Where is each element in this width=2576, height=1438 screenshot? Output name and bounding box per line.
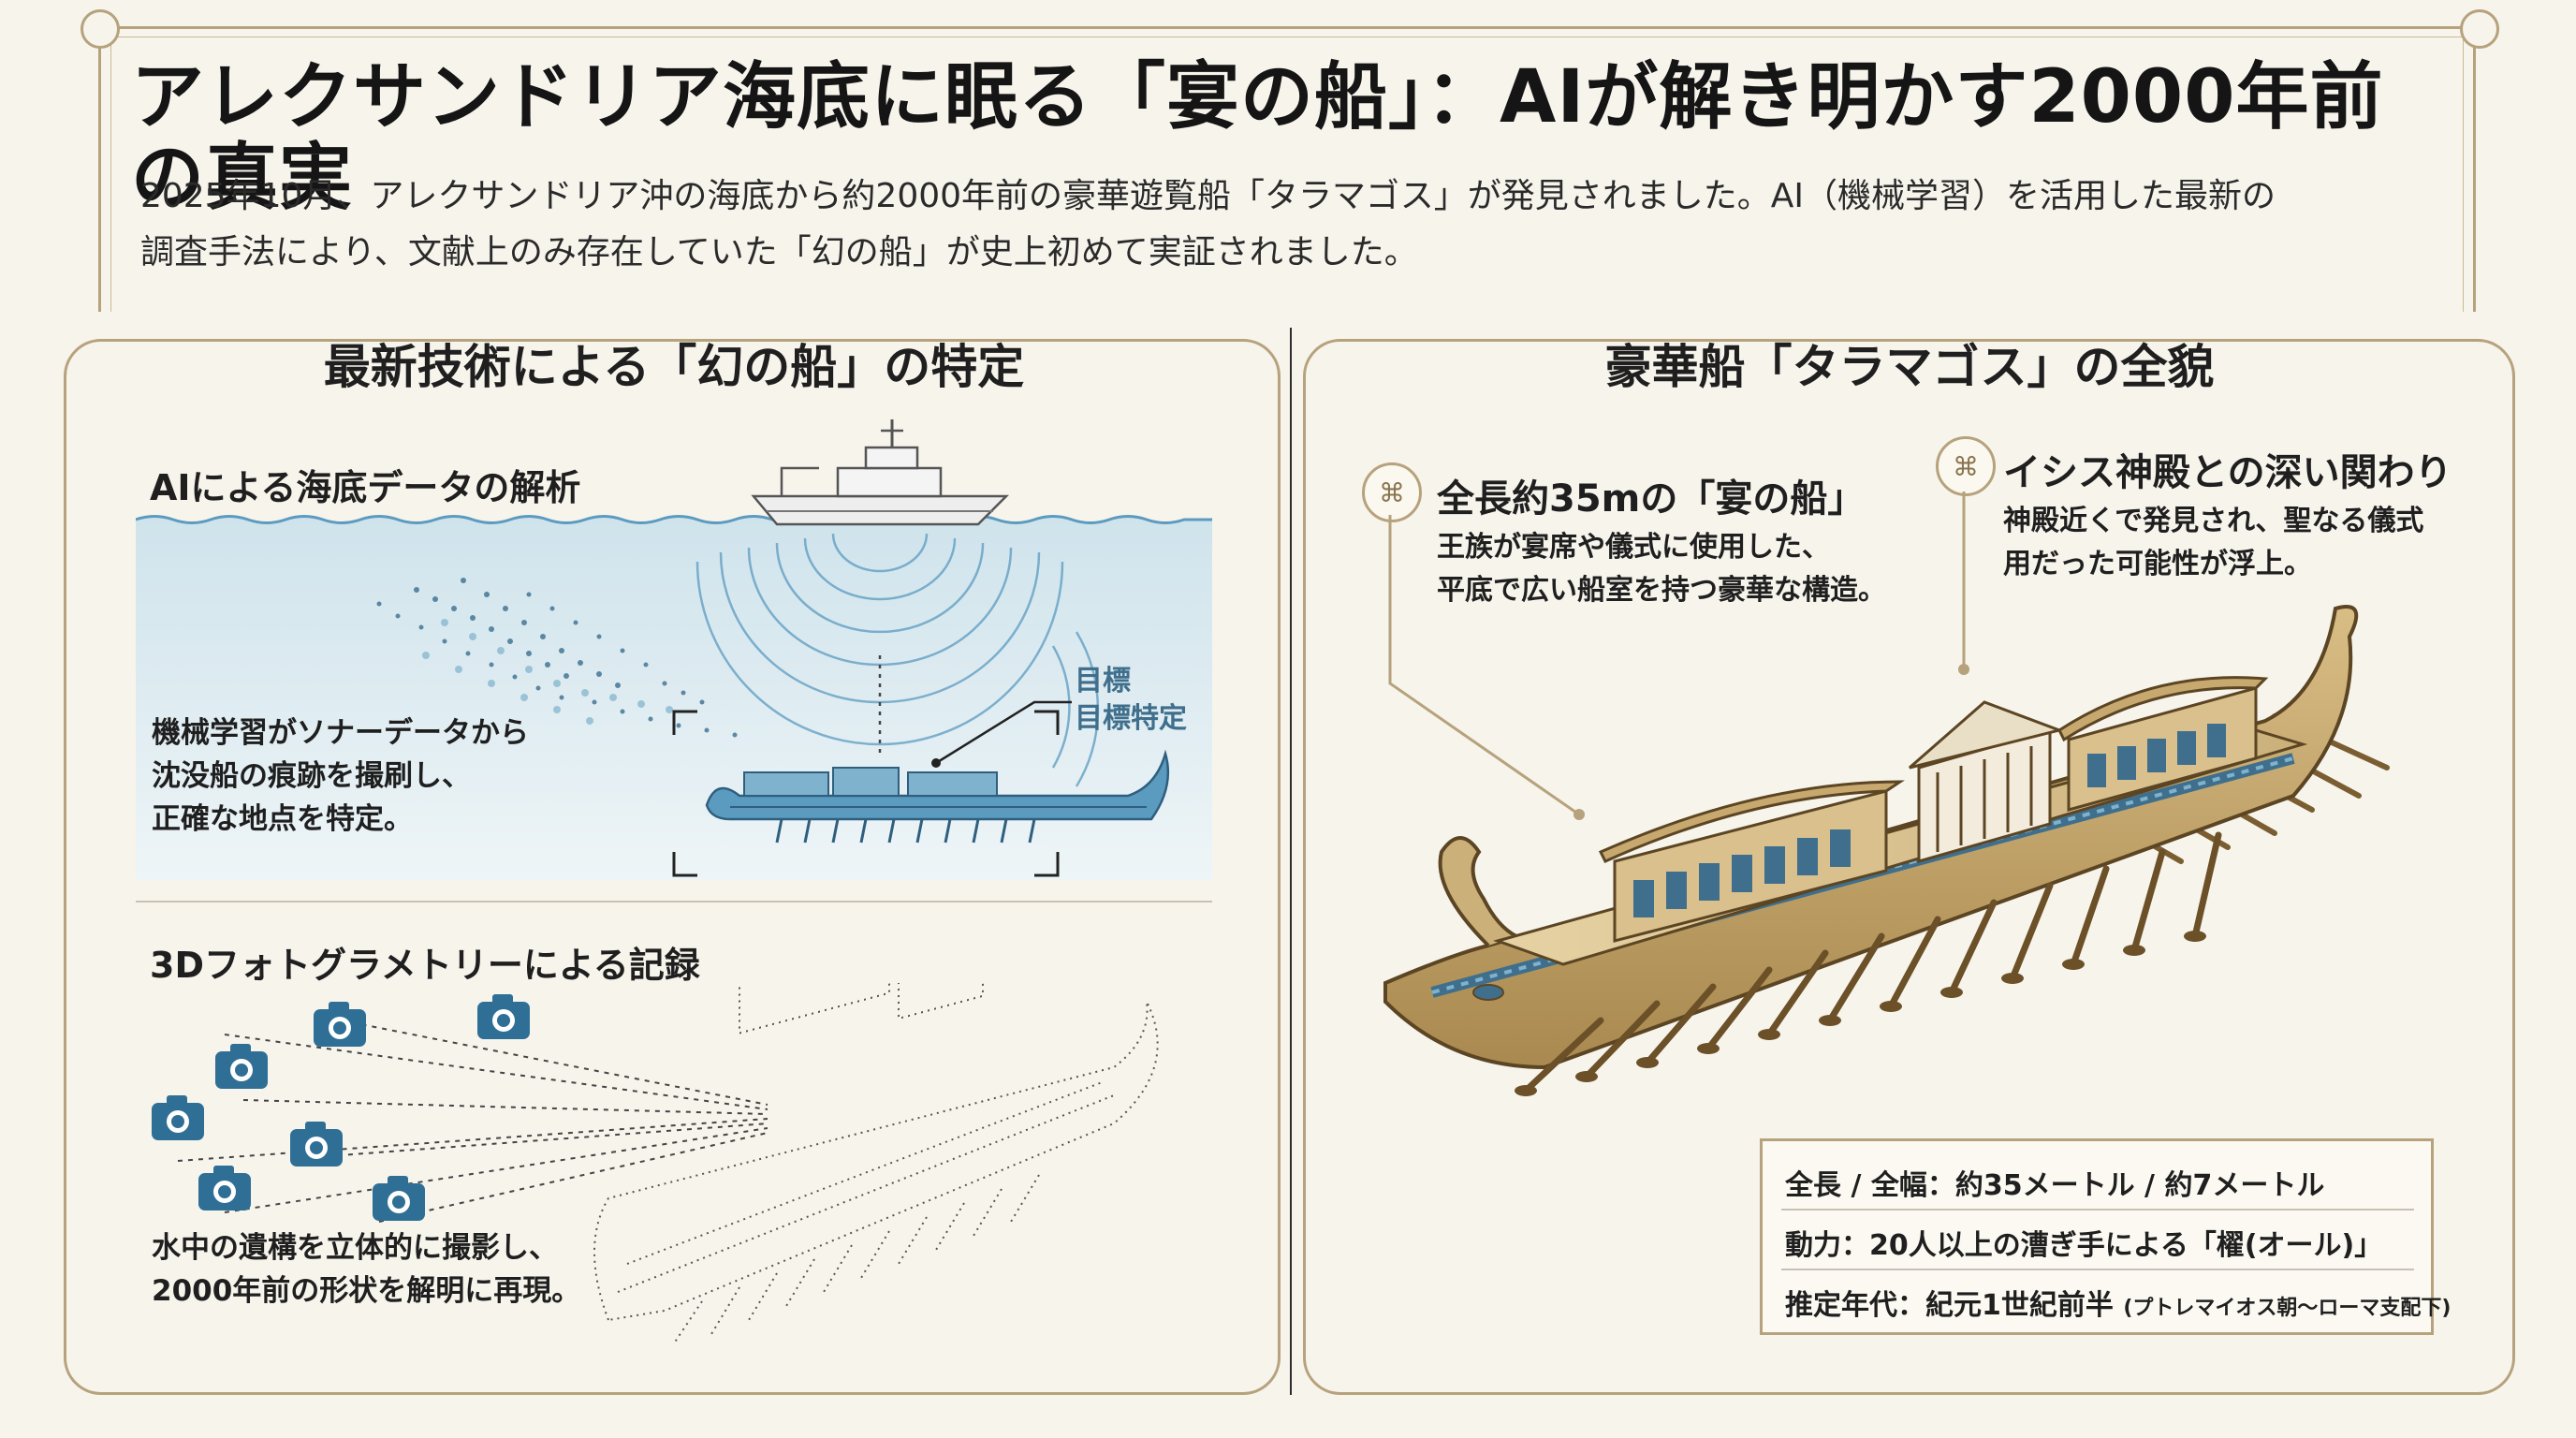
spec-separator bbox=[1781, 1209, 2414, 1211]
target-label: 目標 目標特定 bbox=[1075, 663, 1187, 738]
detected-wreck-icon bbox=[705, 749, 1170, 844]
camera-icon bbox=[314, 1002, 366, 1047]
spec-power: 動力：20人以上の漕ぎ手による「櫂(オール)」 bbox=[1785, 1229, 2383, 1262]
target-label-line-1: 目標 bbox=[1075, 665, 1131, 697]
target-brackets bbox=[672, 710, 1060, 877]
spec-era-main: 推定年代：紀元1世紀前半 bbox=[1785, 1289, 2114, 1322]
camera-icon bbox=[152, 1095, 204, 1140]
ai-text-line: 沈没船の痕跡を撮刷し、 bbox=[152, 759, 471, 793]
dotted-ship-model bbox=[593, 983, 1159, 1344]
photogrammetry-heading: 3Dフォトグラメトリーによる記録 bbox=[150, 945, 700, 986]
callout-leaders bbox=[1388, 492, 1969, 820]
bow-eye-icon bbox=[1472, 984, 1504, 1001]
header-corner-ornament bbox=[2460, 9, 2499, 49]
photo-text-line: 2000年前の形状を解明に再現。 bbox=[152, 1274, 581, 1308]
ai-text-line: 機械学習がソナーデータから bbox=[152, 716, 529, 750]
temple-badge-icon: ⌘ bbox=[1362, 462, 1422, 522]
cabin-front bbox=[2057, 676, 2269, 812]
section-separator bbox=[136, 901, 1212, 902]
callout-left-title: 全長約35mの「宴の船」 bbox=[1437, 477, 1866, 521]
thalamegos-ship-illustration bbox=[1383, 605, 2390, 1096]
callout-right-text: 神殿近くで発見され、聖なる儀式 用だった可能性が浮上。 bbox=[2003, 500, 2423, 586]
camera-icon bbox=[215, 1044, 268, 1089]
photogrammetry-text: 水中の遺構を立体的に撮影し、 2000年前の形状を解明に再現。 bbox=[152, 1226, 580, 1313]
spec-separator bbox=[1781, 1269, 2414, 1270]
right-panel-title: 豪華船「タラマゴス」の全貌 bbox=[1604, 340, 2215, 394]
callout-left-line: 王族が宴席や儀式に使用した、 bbox=[1437, 531, 1830, 564]
point-cloud bbox=[376, 578, 738, 738]
camera-icon bbox=[373, 1176, 425, 1221]
page-title: アレクサンドリア海底に眠る「宴の船」：AIが解き明かす2000年前の真実 bbox=[131, 55, 2384, 220]
photogrammetry-illustration bbox=[152, 983, 1159, 1344]
left-panel-frame bbox=[64, 339, 1281, 1395]
temple-structure bbox=[1909, 700, 2065, 863]
camera-icon bbox=[477, 994, 530, 1039]
ai-text-line: 正確な地点を特定。 bbox=[152, 802, 413, 836]
callout-right-line: 用だった可能性が浮上。 bbox=[2003, 548, 2312, 580]
spec-dimensions: 全長 / 全幅：約35メートル / 約7メートル bbox=[1785, 1169, 2325, 1202]
right-panel-frame bbox=[1303, 339, 2515, 1395]
panel-divider bbox=[1290, 328, 1292, 1395]
target-label-line-2: 目標特定 bbox=[1075, 702, 1187, 735]
camera-icon bbox=[198, 1166, 251, 1211]
ai-section-text: 機械学習がソナーデータから 沈没船の痕跡を撮刷し、 正確な地点を特定。 bbox=[152, 712, 529, 841]
survey-ship-icon bbox=[751, 419, 1010, 526]
spec-era-note: (プトレマイオス朝〜ローマ支配下) bbox=[2123, 1297, 2452, 1320]
header-corner-ornament bbox=[80, 9, 120, 49]
spec-era: 推定年代：紀元1世紀前半 (プトレマイオス朝〜ローマ支配下) bbox=[1785, 1282, 2451, 1323]
intro-text: 2025年10月、アレクサンドリア沖の海底から約2000年前の豪華遊覧船「タラマ… bbox=[140, 169, 2387, 281]
callout-right-title: イシス神殿との深い関わり bbox=[2003, 451, 2452, 494]
intro-line-1: 2025年10月、アレクサンドリア沖の海底から約2000年前の豪華遊覧船「タラマ… bbox=[140, 177, 2276, 215]
spec-box: 全長 / 全幅：約35メートル / 約7メートル 動力：20人以上の漕ぎ手による… bbox=[1760, 1138, 2451, 1335]
sonar-illustration bbox=[136, 419, 1212, 880]
intro-line-2: 調査手法により、文献上のみ存在していた「幻の船」が史上初めて実証されました。 bbox=[140, 233, 1418, 271]
photo-text-line: 水中の遺構を立体的に撮影し、 bbox=[152, 1231, 558, 1265]
cabin-rear bbox=[1598, 780, 1905, 943]
ai-section-heading: AIによる海底データの解析 bbox=[150, 467, 581, 508]
callout-right-line: 神殿近くで発見され、聖なる儀式 bbox=[2003, 505, 2424, 537]
callout-left-line: 平底で広い船室を持つ豪華な構造。 bbox=[1437, 574, 1886, 607]
camera-icon bbox=[290, 1122, 343, 1167]
left-panel-title: 最新技術による「幻の船」の特定 bbox=[323, 340, 1025, 394]
temple-badge-icon: ⌘ bbox=[1936, 436, 1996, 496]
header-frame bbox=[98, 26, 2476, 312]
callout-left-text: 王族が宴席や儀式に使用した、 平底で広い船室を持つ豪華な構造。 bbox=[1437, 526, 1886, 612]
